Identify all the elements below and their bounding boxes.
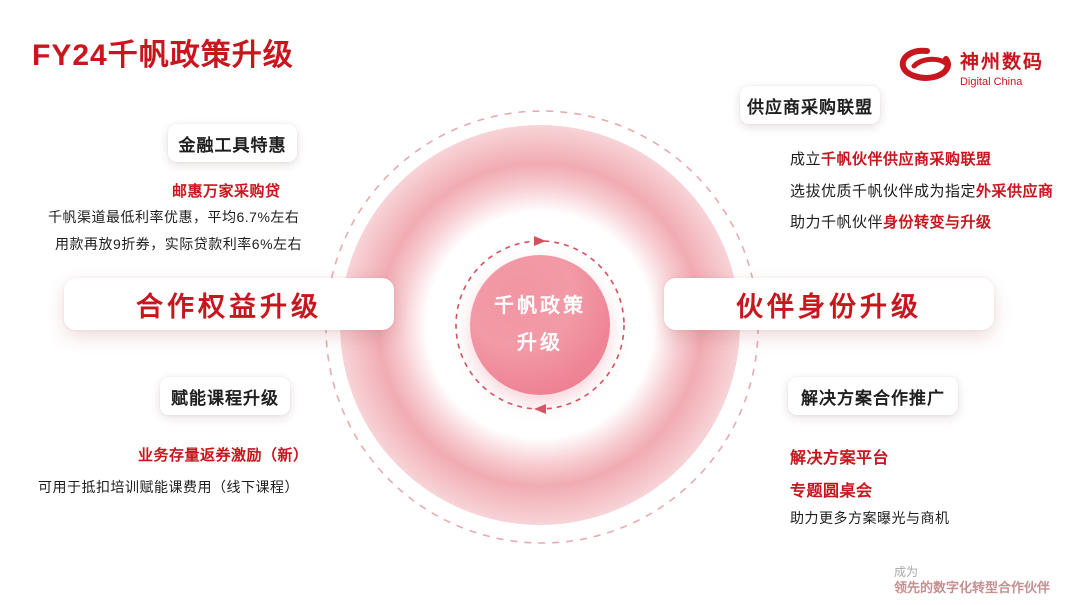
card-cooperation-rights-label: 合作权益升级	[136, 291, 322, 322]
card-course-upgrade-label: 赋能课程升级	[171, 388, 279, 408]
digital-china-logo: 神州数码 Digital China	[897, 46, 1044, 89]
finance-line1: 千帆渠道最低利率优惠，平均6.7%左右	[48, 209, 300, 225]
course-highlight: 业务存量返券激励（新）	[138, 447, 309, 464]
center-line2: 升级	[517, 332, 563, 354]
center-line1: 千帆政策	[494, 295, 586, 317]
card-solution-promotion: 解决方案合作推广	[788, 377, 958, 415]
page-title: FY24千帆政策升级	[32, 39, 294, 72]
center-core-circle: 千帆政策 升级	[470, 255, 610, 395]
card-finance-tools-label: 金融工具特惠	[178, 135, 287, 155]
alliance-line3: 助力千帆伙伴身份转变与升级	[790, 211, 992, 232]
alliance-line3-prefix: 助力千帆伙伴	[790, 214, 884, 231]
solution-line1: 助力更多方案曝光与商机	[790, 510, 950, 526]
card-partner-identity-label: 伙伴身份升级	[736, 291, 922, 322]
card-partner-identity-upgrade: 伙伴身份升级	[664, 278, 994, 330]
solution-highlight1: 解决方案平台	[790, 450, 890, 467]
card-supplier-alliance-label: 供应商采购联盟	[747, 97, 873, 117]
footer-slogan: 成为 领先的数字化转型合作伙伴	[894, 565, 1050, 595]
alliance-line1-highlight: 千帆伙伴供应商采购联盟	[821, 151, 992, 168]
card-finance-tools: 金融工具特惠	[168, 124, 297, 162]
finance-highlight: 邮惠万家采购贷	[172, 183, 281, 200]
alliance-line1-prefix: 成立	[790, 151, 822, 168]
alliance-line2-prefix: 选拔优质千帆伙伴成为指定	[790, 183, 977, 200]
digital-china-swoosh-icon	[897, 46, 953, 89]
solution-highlight2: 专题圆桌会	[790, 483, 873, 500]
card-course-upgrade: 赋能课程升级	[160, 377, 290, 415]
card-solution-promotion-label: 解决方案合作推广	[801, 388, 945, 408]
footer-line1: 成为	[893, 565, 918, 579]
rotation-arrows-circle	[450, 235, 630, 420]
finance-line2: 用款再放9折券，实际贷款利率6%左右	[55, 236, 303, 252]
card-cooperation-rights-upgrade: 合作权益升级	[64, 278, 394, 330]
logo-text: 神州数码 Digital China	[960, 47, 1044, 88]
alliance-line1: 成立千帆伙伴供应商采购联盟	[790, 148, 992, 169]
footer-line2: 领先的数字化转型合作伙伴	[893, 580, 1050, 595]
logo-subtitle: Digital China	[959, 76, 1023, 88]
course-line1: 可用于抵扣培训赋能课费用（线下课程）	[38, 479, 299, 495]
alliance-line2: 选拔优质千帆伙伴成为指定外采供应商	[790, 180, 1054, 201]
alliance-line3-highlight: 身份转变与升级	[883, 214, 992, 231]
clockwise-arrowhead-top	[534, 236, 546, 246]
clockwise-arrowhead-bottom	[534, 404, 546, 414]
card-supplier-alliance: 供应商采购联盟	[740, 86, 880, 124]
logo-name: 神州数码	[959, 52, 1044, 73]
alliance-line2-highlight: 外采供应商	[976, 183, 1054, 200]
